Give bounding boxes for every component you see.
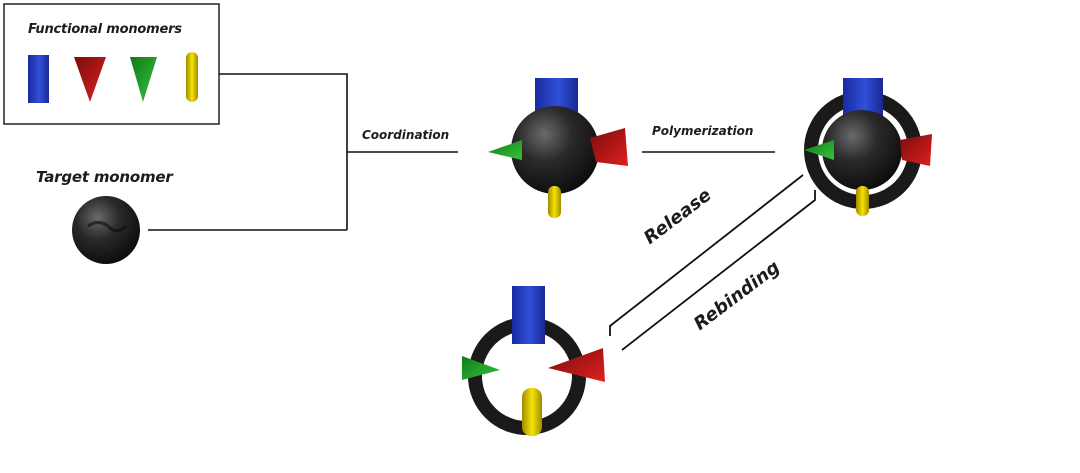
coordination-label: Coordination bbox=[362, 128, 450, 142]
polymerization-label: Polymerization bbox=[652, 124, 754, 138]
legend-connector-line bbox=[219, 73, 348, 230]
red-cone-icon bbox=[74, 57, 106, 102]
polymer-template-sphere bbox=[822, 110, 902, 190]
target-monomer-texture bbox=[87, 221, 128, 233]
complex-assembly bbox=[488, 78, 628, 218]
imprinted-polymer-with-template bbox=[804, 78, 932, 216]
polymer-yellow-pill bbox=[856, 186, 869, 216]
polymer-red-cone bbox=[900, 134, 932, 166]
cavity-green-cone bbox=[462, 356, 500, 380]
target-monomer-sphere bbox=[72, 196, 140, 264]
green-cone-icon bbox=[130, 57, 157, 102]
target-monomer-label: Target monomer bbox=[36, 168, 173, 186]
legend-title: Functional monomers bbox=[28, 22, 182, 37]
release-arrow bbox=[609, 174, 804, 336]
rebinding-arrow bbox=[621, 190, 816, 351]
cavity-blue-block bbox=[512, 286, 545, 344]
imprinted-cavity bbox=[462, 286, 605, 436]
cavity-yellow-pill bbox=[522, 388, 542, 436]
blue-block-icon bbox=[28, 55, 49, 103]
polymer-green-cone bbox=[804, 140, 834, 160]
cavity-red-cone bbox=[548, 348, 605, 382]
yellow-pill-icon bbox=[186, 52, 198, 102]
complex-yellow-pill bbox=[548, 186, 561, 218]
complex-red-cone bbox=[590, 128, 628, 166]
complex-sphere bbox=[511, 106, 599, 194]
complex-green-cone bbox=[488, 140, 522, 160]
